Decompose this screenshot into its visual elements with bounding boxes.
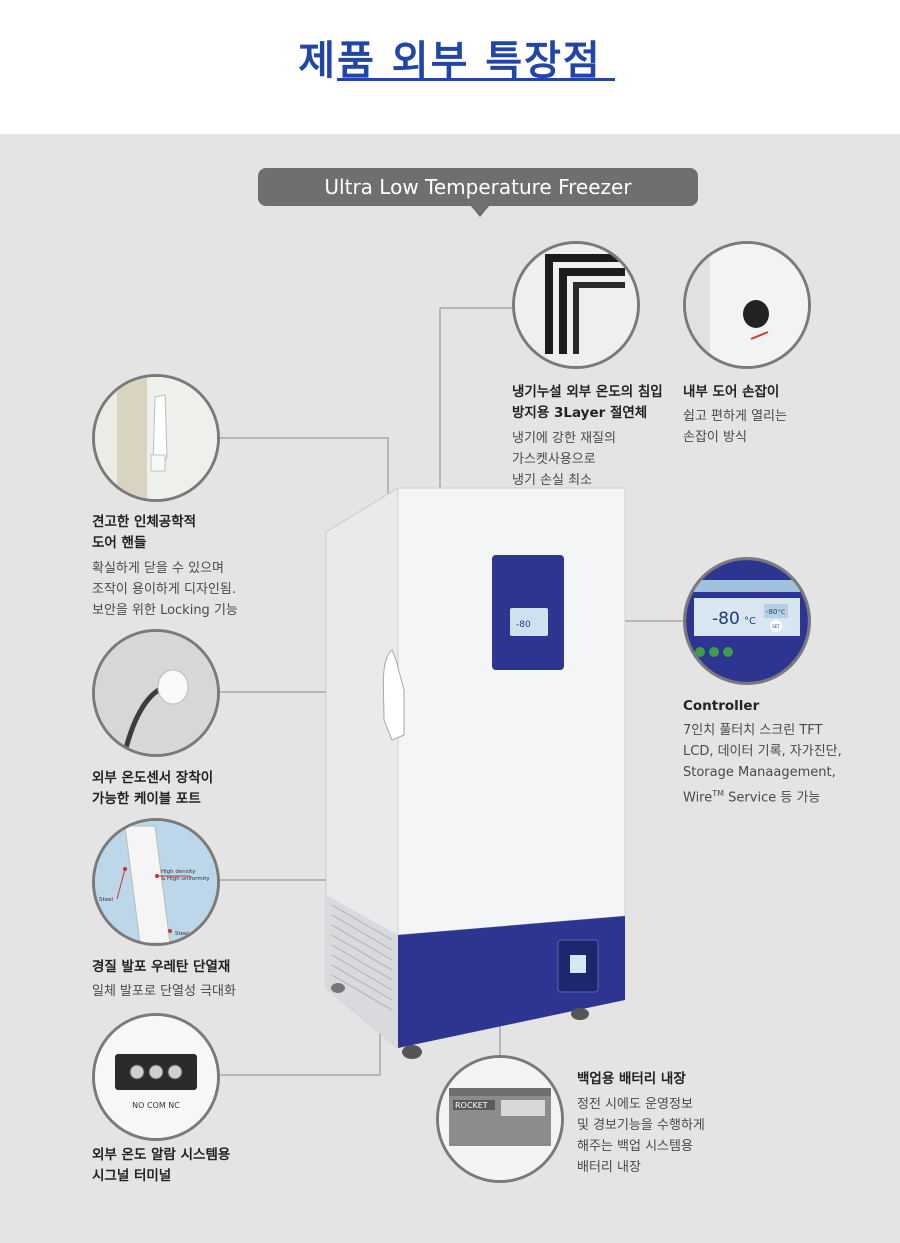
battery-heading: 백업용 배터리 내장 bbox=[577, 1071, 686, 1087]
svg-text:Steel: Steel bbox=[99, 897, 113, 903]
gasket-description: 냉기에 강한 재질의 가스켓사용으로 냉기 손실 최소 bbox=[512, 431, 616, 488]
insulation-heading: 경질 발포 우레탄 단열재 bbox=[92, 959, 231, 975]
freezer-vent-slats bbox=[331, 904, 393, 1011]
svg-text:-80: -80 bbox=[712, 609, 740, 629]
battery-description: 정전 시에도 운영정보 및 경보기능을 수행하게 해주는 백업 시스템용 배터리… bbox=[577, 1097, 705, 1175]
freezer-handle bbox=[382, 649, 405, 741]
inner-handle-art bbox=[686, 244, 808, 366]
sensor-port-heading: 외부 온도센서 장착이 가능한 케이블 포트 bbox=[92, 770, 214, 807]
controller-screen bbox=[510, 608, 548, 636]
controller-screen-text: -80 bbox=[516, 620, 531, 630]
svg-text:High density: High density bbox=[161, 869, 196, 875]
caster-front-left bbox=[402, 1045, 422, 1059]
handle-heading: 견고한 인체공학적 도어 핸들 bbox=[92, 514, 197, 551]
svg-text:°C: °C bbox=[778, 609, 785, 616]
sensor-port-photo bbox=[92, 629, 220, 757]
product-banner: Ultra Low Temperature Freezer bbox=[258, 168, 698, 206]
svg-text:Steel: Steel bbox=[175, 931, 189, 937]
battery-photo: ROCKET bbox=[436, 1055, 564, 1183]
controller-art: -80 °C -80 °C SET bbox=[686, 560, 808, 682]
battery-indicator bbox=[570, 955, 586, 973]
handle-detail-photo bbox=[92, 374, 220, 502]
controller-description: 7인치 풀터치 스크린 TFT LCD, 데이터 기록, 자가진단, Stora… bbox=[683, 723, 842, 806]
controller-photo: -80 °C -80 °C SET bbox=[683, 557, 811, 685]
gasket-art bbox=[515, 244, 637, 366]
insulation-description: 일체 발포로 단열성 극대화 bbox=[92, 984, 236, 999]
svg-text:NO COM NC: NO COM NC bbox=[132, 1101, 180, 1110]
alarm-terminal-heading: 외부 온도 알람 시스템용 시그널 터미널 bbox=[92, 1147, 231, 1184]
handle-description: 확실하게 닫을 수 있으며 조작이 용이하게 디자인됨. 보안을 위한 Lock… bbox=[92, 561, 238, 618]
caster-front-right bbox=[571, 1008, 589, 1020]
page-title: 제품 외부 특장점 bbox=[298, 38, 602, 84]
svg-text:& High uniformity: & High uniformity bbox=[161, 876, 210, 882]
leader-gasket bbox=[439, 307, 512, 530]
inner-handle-description: 쉽고 편하게 열리는 손잡이 방식 bbox=[683, 409, 787, 445]
handle-photo-art bbox=[95, 377, 217, 499]
svg-text:SET: SET bbox=[772, 624, 780, 629]
gasket-photo bbox=[512, 241, 640, 369]
svg-text:ROCKET: ROCKET bbox=[455, 1101, 488, 1110]
controller-heading: Controller bbox=[683, 698, 760, 714]
caster-rear bbox=[331, 983, 345, 993]
insulation-art: High density & High uniformity Steel Ste… bbox=[95, 821, 217, 943]
svg-text:°C: °C bbox=[744, 616, 756, 627]
sensor-port-art bbox=[95, 632, 217, 754]
alarm-terminal-photo: NO COM NC bbox=[92, 1013, 220, 1141]
banner-pointer bbox=[470, 205, 490, 217]
gasket-heading: 냉기누설 외부 온도의 침입 방지용 3Layer 절연체 bbox=[512, 384, 663, 421]
title-underline bbox=[337, 78, 615, 81]
svg-text:-80: -80 bbox=[766, 608, 777, 616]
inner-handle-photo bbox=[683, 241, 811, 369]
alarm-terminal-art: NO COM NC bbox=[95, 1016, 217, 1138]
page-header: 제품 외부 특장점 bbox=[0, 0, 900, 134]
inner-handle-heading: 내부 도어 손잡이 bbox=[683, 384, 780, 400]
insulation-photo: High density & High uniformity Steel Ste… bbox=[92, 818, 220, 946]
battery-art: ROCKET bbox=[439, 1058, 561, 1180]
